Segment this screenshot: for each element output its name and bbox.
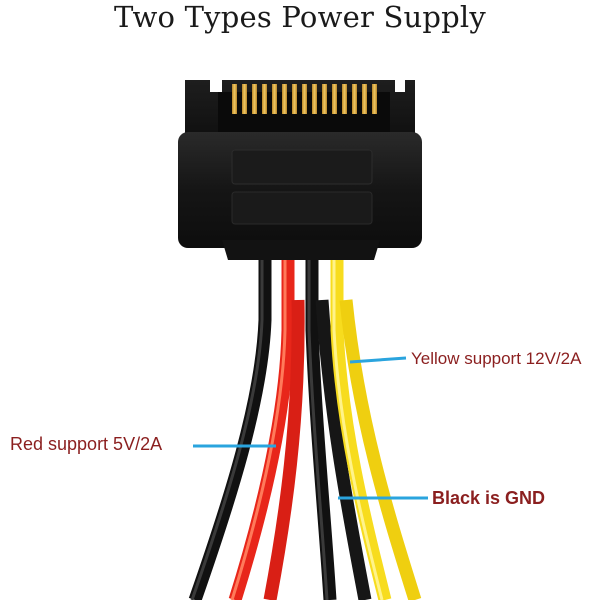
sata-connector — [178, 80, 422, 260]
yellow-wire-label: Yellow support 12V/2A — [411, 349, 582, 368]
yellow-pointer-line — [349, 356, 407, 364]
red-wire-left — [228, 255, 295, 600]
black-wire-middle — [305, 255, 337, 600]
black-wire-right — [315, 299, 372, 600]
red-wire-right — [263, 299, 305, 600]
yellow-wire-left — [330, 255, 392, 600]
black-wire-label: Black is GND — [432, 488, 546, 508]
wire-group — [188, 255, 422, 600]
yellow-wire-right — [339, 299, 422, 600]
gold-pins — [232, 84, 377, 114]
red-wire-label: Red support 5V/2A — [10, 434, 163, 454]
page-title: Two Types Power Supply — [114, 0, 486, 34]
